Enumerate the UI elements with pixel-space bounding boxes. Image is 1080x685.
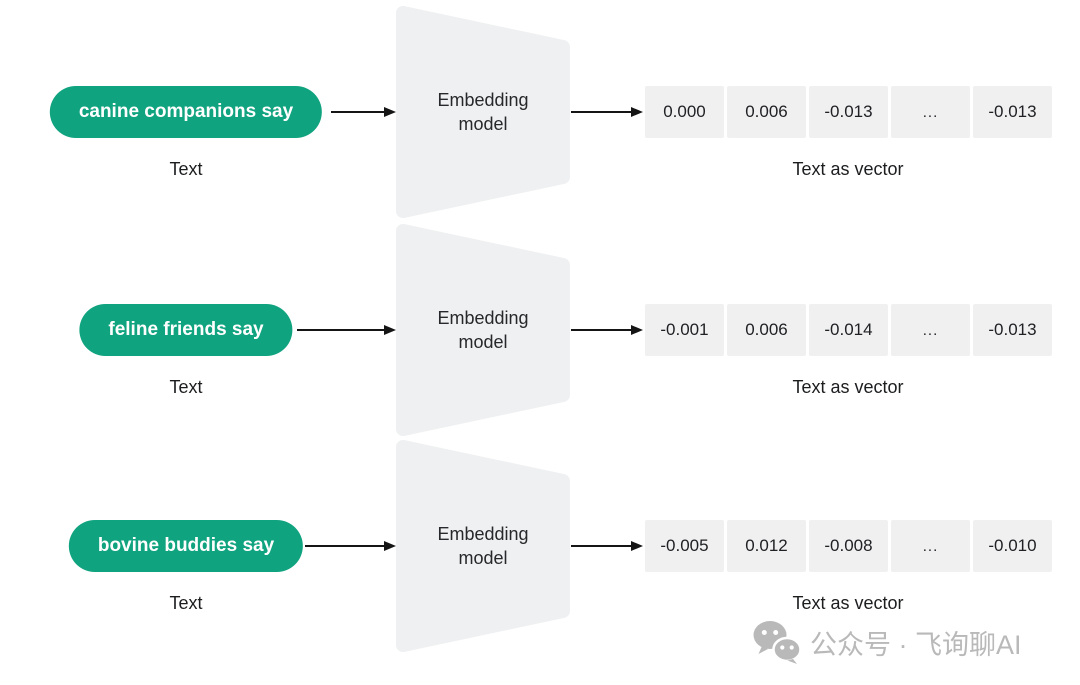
vector-cell-ellipsis: ... — [891, 520, 970, 572]
input-text-label: Text — [169, 159, 203, 179]
vector-cell: -0.014 — [809, 304, 888, 356]
input-text-label: Text — [169, 377, 203, 397]
wechat-icon — [753, 621, 802, 664]
vector-cells: -0.005 0.012 -0.008 ... -0.010 — [645, 520, 1052, 572]
vector-cells: 0.000 0.006 -0.013 ... -0.013 — [645, 86, 1052, 138]
input-text-pill: feline friends say — [79, 304, 293, 356]
embedding-model-shape — [396, 224, 570, 436]
vector-cell: -0.001 — [645, 304, 724, 356]
input-text-pill: canine companions say — [49, 86, 323, 138]
vector-output-label: Text as vector — [792, 377, 904, 397]
arrow-model-to-vector — [571, 325, 643, 335]
embedding-model-line2: model — [458, 332, 508, 352]
vector-cell: -0.013 — [973, 86, 1052, 138]
vector-cell: -0.013 — [809, 86, 888, 138]
arrow-model-to-vector — [571, 107, 643, 117]
arrow-input-to-model — [297, 325, 396, 335]
vector-cell: 0.006 — [727, 304, 806, 356]
watermark-text: 公众号 · 飞询聊AI — [810, 629, 1022, 660]
embedding-model-line1: Embedding — [437, 524, 529, 544]
embedding-model-line2: model — [458, 548, 508, 568]
vector-cell: -0.008 — [809, 520, 888, 572]
vector-cell: -0.013 — [973, 304, 1052, 356]
vector-cell: 0.000 — [645, 86, 724, 138]
input-text-label: Text — [169, 593, 203, 613]
arrow-input-to-model — [331, 107, 396, 117]
embedding-model-line1: Embedding — [437, 90, 529, 110]
embedding-row-2: feline friends say Text Embedding model … — [0, 224, 1080, 436]
embedding-model-line1: Embedding — [437, 308, 529, 328]
vector-output-label: Text as vector — [792, 159, 904, 179]
embedding-model-shape — [396, 440, 570, 652]
arrow-model-to-vector — [571, 541, 643, 551]
embedding-model-label: Embedding model — [396, 6, 570, 218]
vector-cell: 0.006 — [727, 86, 806, 138]
vector-cell-ellipsis: ... — [891, 304, 970, 356]
embedding-model-shape — [396, 6, 570, 218]
vector-cell: -0.005 — [645, 520, 724, 572]
embedding-model-line2: model — [458, 114, 508, 134]
vector-output-label: Text as vector — [792, 593, 904, 613]
arrow-input-to-model — [305, 541, 396, 551]
embedding-row-1: canine companions say Text Embedding mod… — [0, 6, 1080, 218]
watermark: 公众号 · 飞询聊AI — [752, 618, 1022, 666]
embedding-row-3: bovine buddies say Text Embedding model … — [0, 440, 1080, 652]
embedding-model-label: Embedding model — [396, 224, 570, 436]
input-text-pill: bovine buddies say — [68, 520, 304, 572]
vector-cells: -0.001 0.006 -0.014 ... -0.013 — [645, 304, 1052, 356]
vector-cell: 0.012 — [727, 520, 806, 572]
vector-cell-ellipsis: ... — [891, 86, 970, 138]
vector-cell: -0.010 — [973, 520, 1052, 572]
embedding-model-label: Embedding model — [396, 440, 570, 652]
